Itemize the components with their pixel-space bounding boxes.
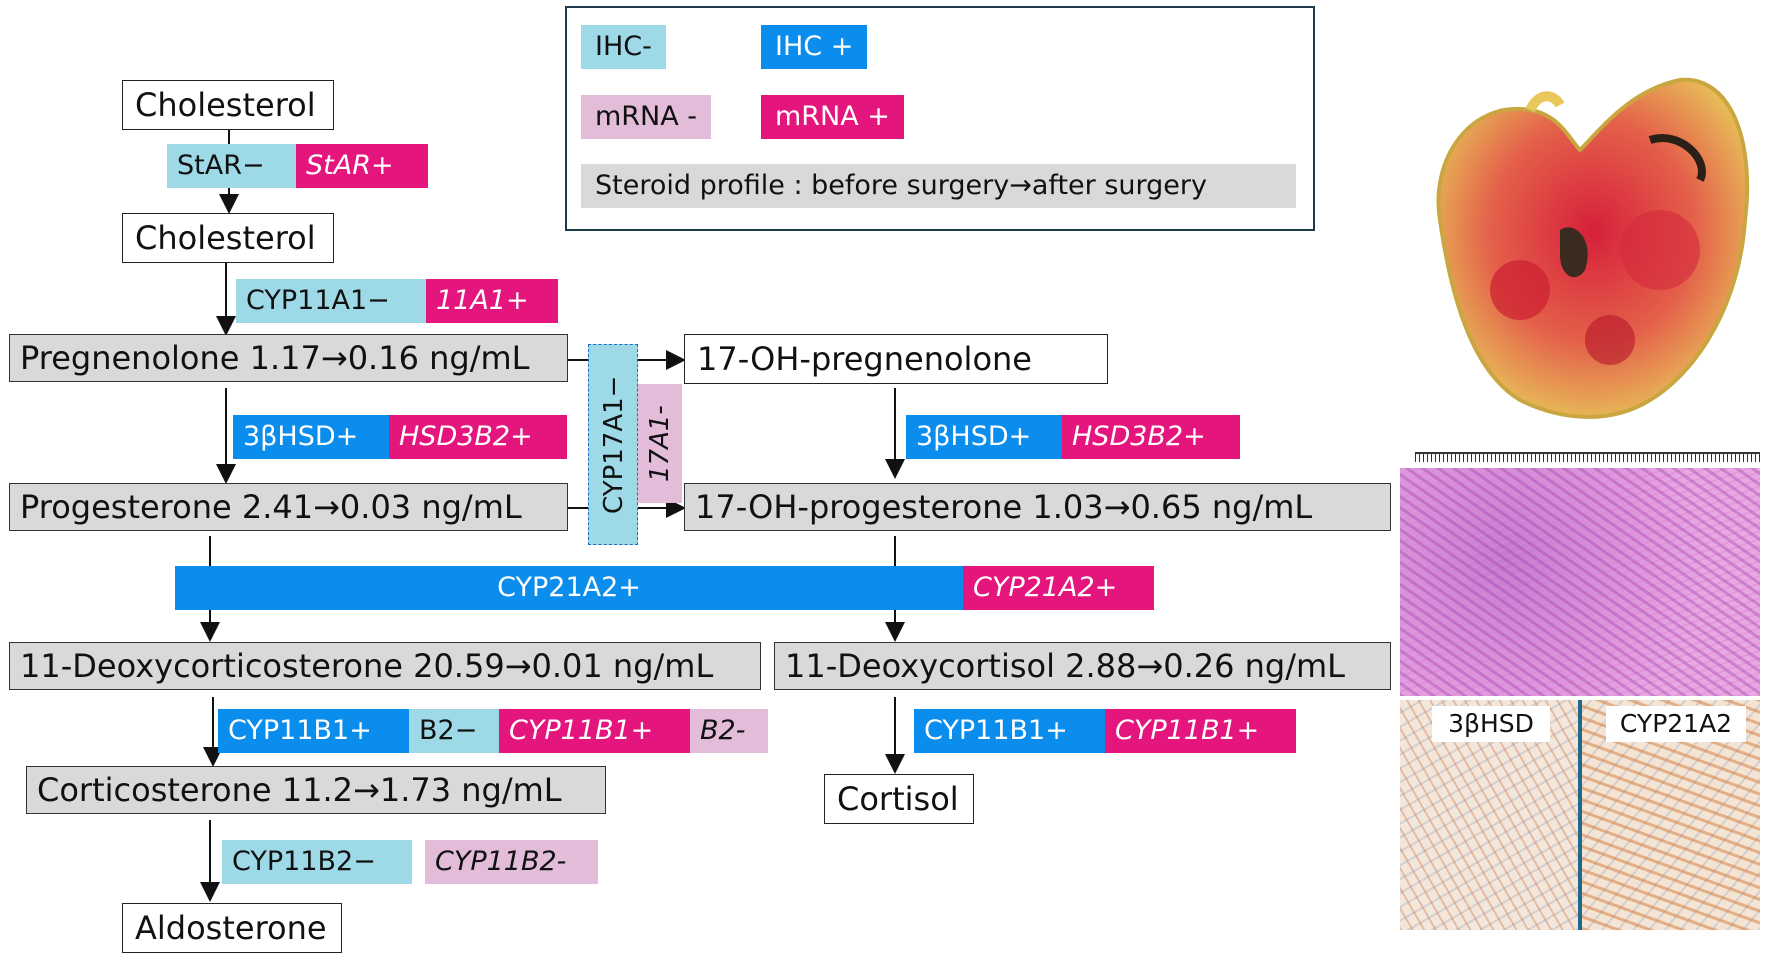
enzyme-cyp17a1-mrna: 17A1-	[638, 384, 682, 503]
enzyme-cyp11b1-left-mrna: CYP11B1+	[499, 709, 690, 753]
enzyme-cyp11b2-ihc: CYP11B2−	[222, 840, 412, 884]
legend-mrna-positive: mRNA +	[761, 95, 904, 139]
enzyme-cyp11a1-ihc: CYP11A1−	[236, 279, 426, 323]
node-11-deoxycorticosterone: 11-Deoxycorticosterone 20.59→0.01 ng/mL	[9, 642, 761, 690]
stain-label-3bhsd: 3βHSD	[1432, 706, 1550, 742]
stain-label-cyp21a2: CYP21A2	[1606, 706, 1746, 742]
enzyme-cyp11a1-mrna: 11A1+	[426, 279, 558, 323]
enzyme-cyp11b1-left-ihc: CYP11B1+	[218, 709, 409, 753]
enzyme-cyp11b2-mrna: CYP11B2-	[425, 840, 598, 884]
enzyme-cyp17a1-ihc: CYP17A1−	[588, 344, 638, 545]
tumor-gross-photo	[1436, 77, 1750, 419]
enzyme-cyp21a2-mrna: CYP21A2+	[963, 566, 1154, 610]
node-corticosterone: Corticosterone 11.2→1.73 ng/mL	[26, 766, 606, 814]
legend-steroid-profile: Steroid profile : before surgery→after s…	[581, 164, 1296, 208]
legend-ihc-negative: IHC-	[581, 25, 666, 69]
enzyme-star-mrna: StAR+	[296, 144, 428, 188]
enzyme-b2-left-ihc: B2−	[409, 709, 499, 753]
scale-ruler	[1415, 452, 1760, 462]
node-aldosterone: Aldosterone	[122, 903, 342, 953]
he-histology-image	[1400, 468, 1760, 696]
legend-mrna-negative: mRNA -	[581, 95, 712, 139]
enzyme-cyp21a2-ihc: CYP21A2+	[175, 566, 963, 610]
node-cholesterol-2: Cholesterol	[122, 213, 334, 263]
node-17-oh-progesterone: 17-OH-progesterone 1.03→0.65 ng/mL	[684, 483, 1391, 531]
node-11-deoxycortisol: 11-Deoxycortisol 2.88→0.26 ng/mL	[774, 642, 1391, 690]
node-progesterone: Progesterone 2.41→0.03 ng/mL	[9, 483, 568, 531]
node-pregnenolone: Pregnenolone 1.17→0.16 ng/mL	[9, 334, 568, 382]
enzyme-3bhsd-right-ihc: 3βHSD+	[906, 415, 1062, 459]
enzyme-star-ihc: StAR−	[167, 144, 296, 188]
enzyme-hsd3b2-right-mrna: HSD3B2+	[1062, 415, 1240, 459]
node-cholesterol-1: Cholesterol	[122, 80, 334, 130]
enzyme-b2-left-mrna: B2-	[690, 709, 768, 753]
legend-ihc-positive: IHC +	[761, 25, 868, 69]
node-17-oh-pregnenolone: 17-OH-pregnenolone	[684, 334, 1108, 384]
node-cortisol: Cortisol	[824, 774, 974, 824]
enzyme-3bhsd-left-ihc: 3βHSD+	[233, 415, 389, 459]
enzyme-cyp11b1-right-ihc: CYP11B1+	[914, 709, 1105, 753]
ihc-divider	[1578, 700, 1582, 930]
enzyme-hsd3b2-left-mrna: HSD3B2+	[389, 415, 567, 459]
enzyme-cyp11b1-right-mrna: CYP11B1+	[1105, 709, 1296, 753]
